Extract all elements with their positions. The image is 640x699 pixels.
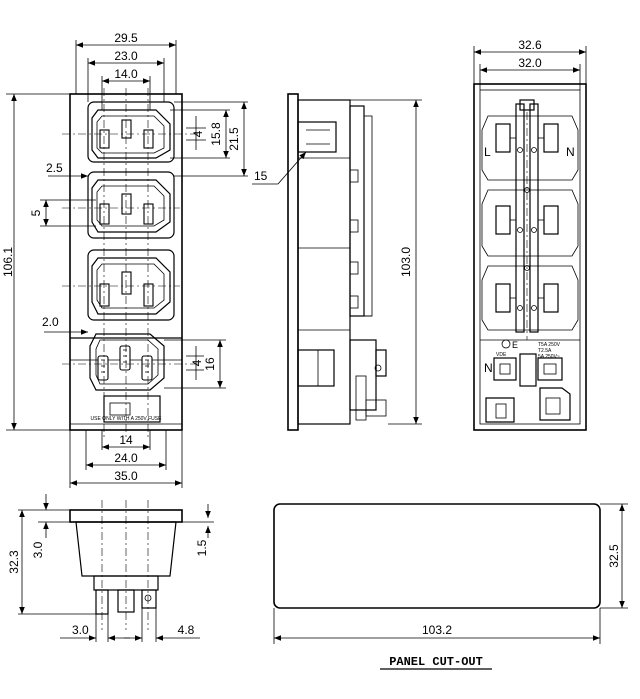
dim-cutout-width: 103.2 [422,623,452,637]
side-rear-housing [349,105,365,317]
dim-fuse-height: 16 [203,357,217,371]
rear-terminal-fuse [537,357,563,381]
dim-side-height: 103.0 [399,247,413,277]
inlet-3-pin-l [99,283,110,307]
dim-bottom-outer: 35.0 [114,469,138,483]
tab-l-2 [495,205,511,235]
dim-fuse-pin: 4 [190,359,204,366]
dim-pin-offset: 3.0 [72,623,89,637]
fuse-warning-label: USE ONLY WITH A 250V FUSE [91,416,163,422]
inlet-2-pin-n [143,203,154,225]
side-terminal-strip [363,115,373,317]
dim-top-inner: 14.0 [114,67,138,81]
dim-pin-right: 4 [191,130,205,137]
tab-n-3 [543,283,559,313]
side-body [297,99,351,425]
fuse-window [109,402,131,416]
bottom-body [75,521,177,577]
inlet-3-pin-e [121,271,132,295]
rating-line-1: T5A 250V [538,342,561,348]
side-flange [287,93,299,431]
tab-l-1 [495,123,511,153]
dim-bottom-mid: 24.0 [114,451,138,465]
cutout-outline [273,503,601,609]
earth-symbol-icon [501,339,511,349]
side-view: 103.0 15 [252,93,422,431]
dim-bottom-height: 32.3 [7,550,21,574]
fuse-inlet [89,333,165,391]
front-view: USE ONLY WITH A 250V FUSE 29.5 23.0 14.0… [1,31,248,488]
side-fuse-pocket [297,349,335,387]
dim-inlet-pitch: 21.5 [227,127,241,151]
inlet-2-pin-e [121,193,132,215]
rear-terminal-e [519,353,537,387]
rating-line-2: T2.5A [538,348,552,354]
cutout-title: PANEL CUT-OUT [389,655,483,669]
rear-view: 32.6 32.0 L N E VDE T5A 250 [473,38,587,431]
dim-rear-outer: 32.6 [518,38,542,52]
inlet-3-pin-n [143,283,154,307]
tab-n-2 [543,205,559,235]
label-l: L [484,145,491,159]
dim-bottom-flange: 3.0 [31,541,45,558]
label-e: E [512,340,518,350]
dim-offset-left-lower: 2.0 [42,315,59,329]
rear-terminal-l [493,357,517,381]
label-n: N [566,145,575,159]
dim-cutout-height: 32.5 [607,544,621,568]
dim-offset-left: 2.5 [46,161,63,175]
dim-pin-width: 4.8 [178,623,195,637]
bus-bar-n [529,103,539,333]
tab-l-3 [495,283,511,313]
inlet-1-pin-l [99,129,110,149]
dim-bottom-inner: 14 [119,433,133,447]
inlet-2-pin-l [99,203,110,225]
iec-inlet-1 [87,101,175,163]
side-fuse-terminals [349,339,377,411]
inlet-1-pin-n [143,129,154,149]
iec-inlet-3 [87,249,175,321]
side-inlet-pocket [297,121,337,153]
bus-bar-l [515,103,525,333]
panel-cutout-view: 32.5 103.2 PANEL CUT-OUT [273,503,628,670]
rating-line-3: 5A 250V~ [538,354,560,360]
dim-top-mid: 23.0 [114,49,138,63]
dim-bottom-step: 1.5 [195,539,209,556]
bottom-view: 32.3 3.0 1.5 3.0 4.8 [7,494,214,642]
dim-total-height: 106.1 [1,247,15,277]
label-n-lower: N [484,361,493,375]
fuse-inlet-pin-l [97,355,109,381]
iec-inlet-2 [87,171,175,239]
dim-inlet-height: 15.8 [209,122,223,146]
dim-pin-pitch-v: 5 [29,209,43,216]
callout-15: 15 [254,169,268,183]
fuse-inlet-pin-n [141,355,153,381]
tab-n-1 [543,123,559,153]
rear-body-outline [473,83,587,431]
bottom-pin-3 [141,589,157,609]
inlet-1-pin-e [121,119,132,139]
label-vde: VDE [496,352,507,358]
dim-top-outer: 29.5 [114,31,138,45]
dim-rear-inner: 32.0 [518,56,542,70]
